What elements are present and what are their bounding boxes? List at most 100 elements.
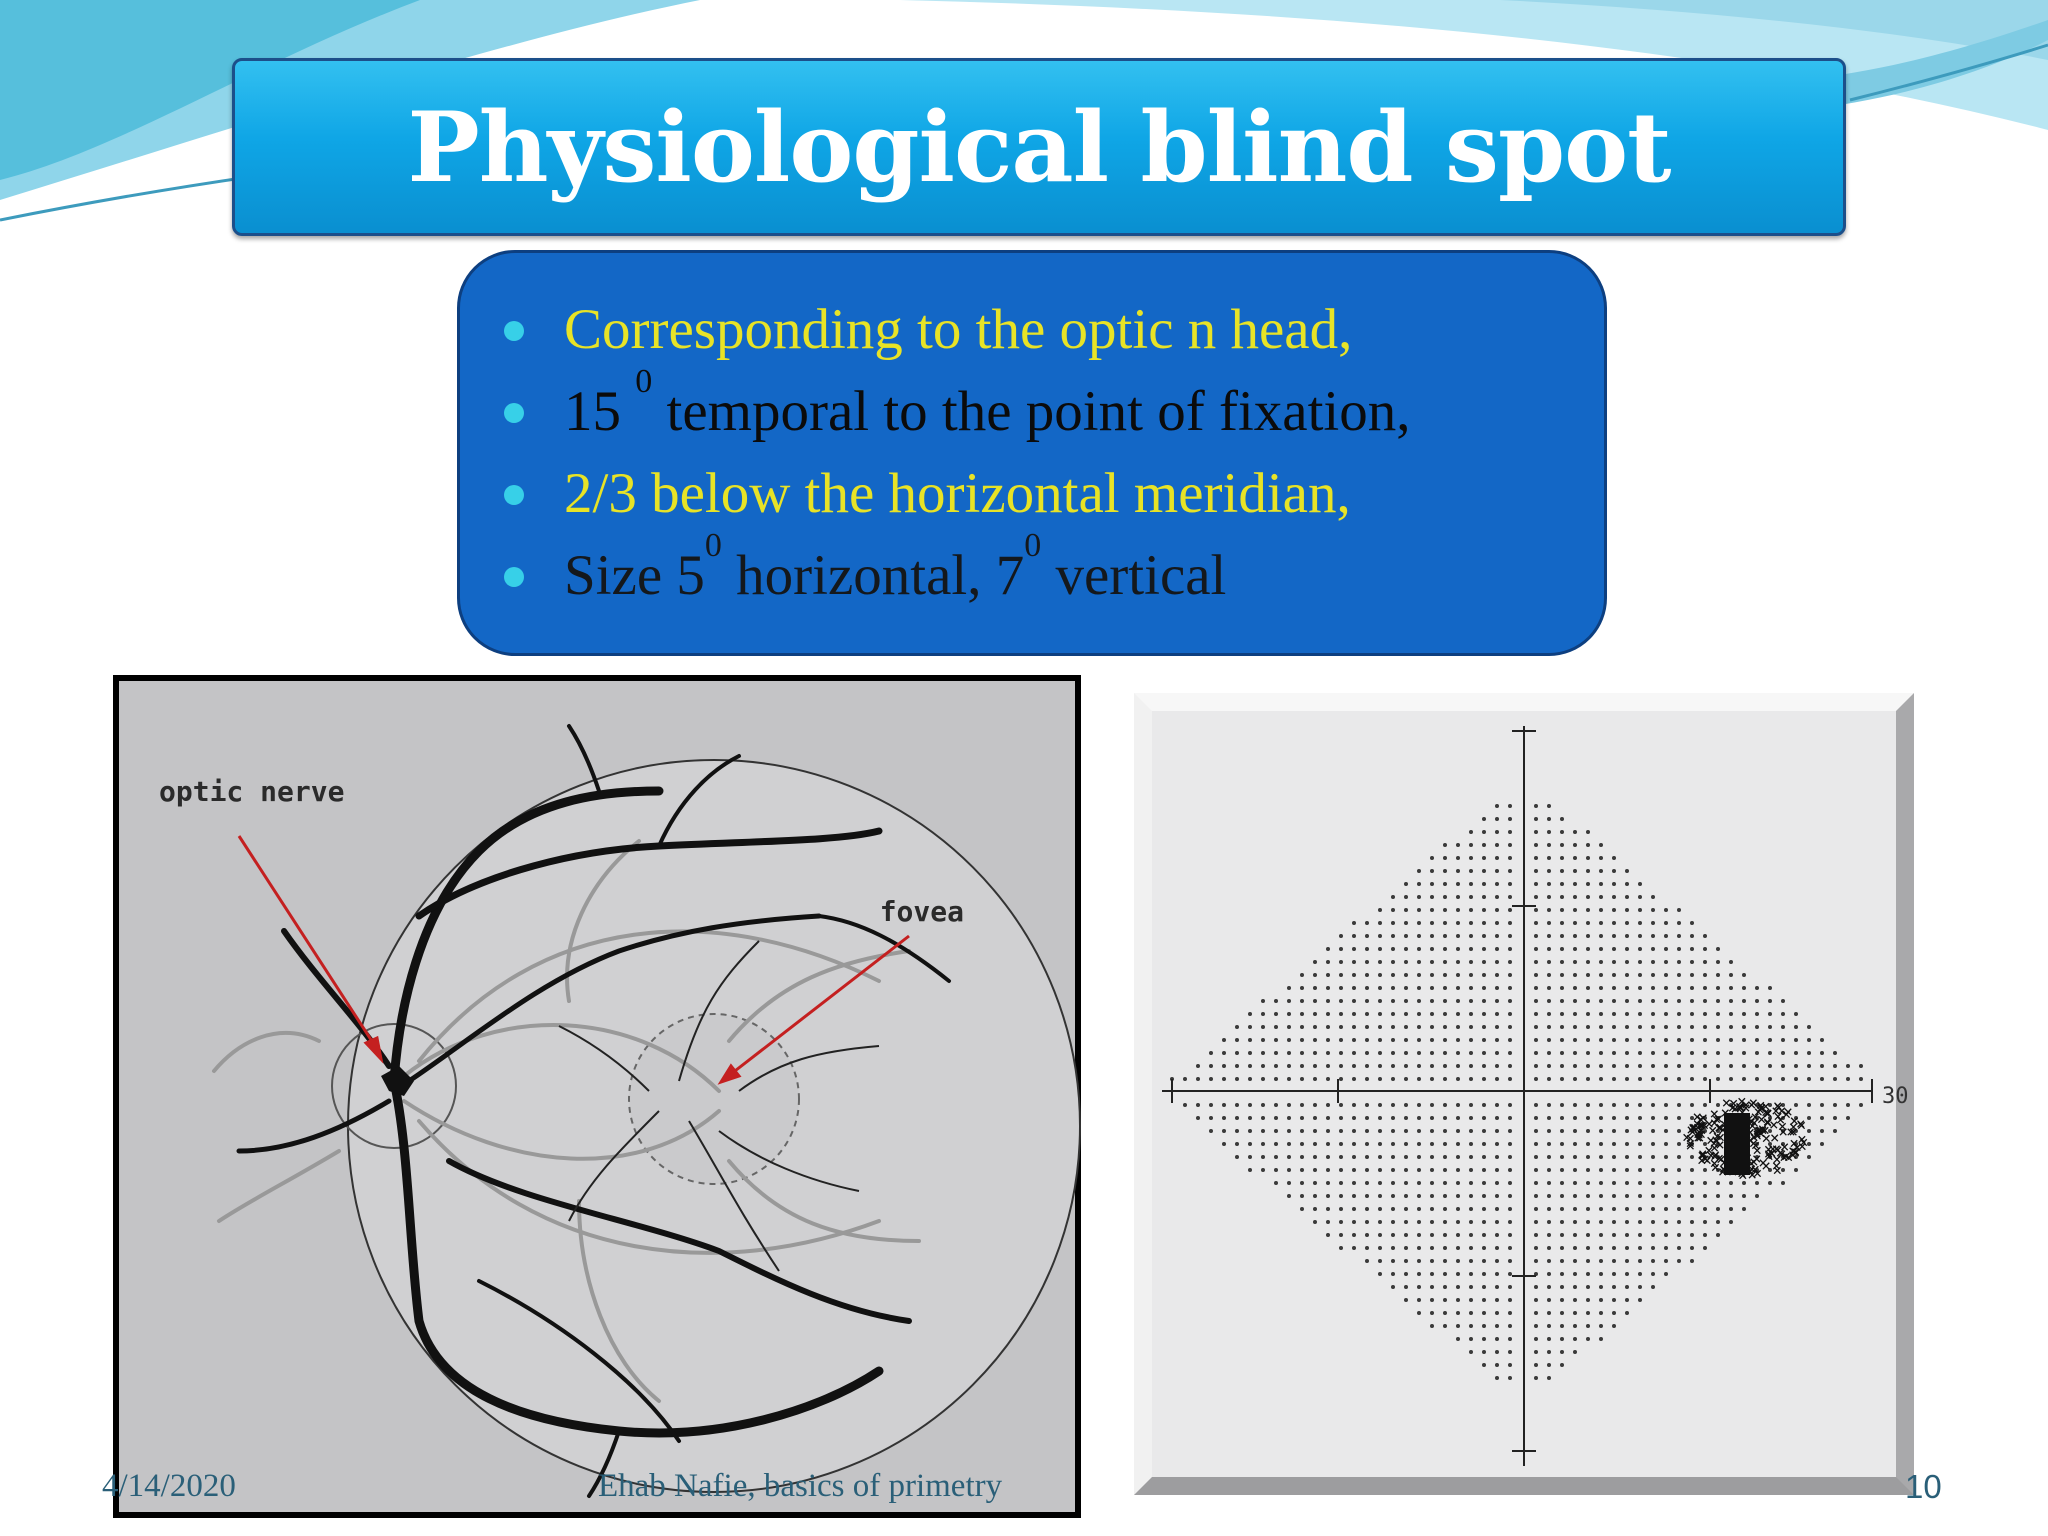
field-dot	[1534, 1116, 1538, 1120]
field-dot	[1287, 1155, 1291, 1159]
field-dot	[1703, 1077, 1707, 1081]
field-dot	[1755, 1181, 1759, 1185]
blind-spot-mark: ×	[1746, 1112, 1756, 1131]
field-dot	[1313, 1129, 1317, 1133]
field-dot	[1612, 1064, 1616, 1068]
field-dot	[1235, 1077, 1239, 1081]
field-dot	[1547, 1363, 1551, 1367]
footer-date: 4/14/2020	[102, 1468, 236, 1504]
field-dot	[1677, 1142, 1681, 1146]
field-dot	[1456, 856, 1460, 860]
field-dot	[1716, 1233, 1720, 1237]
field-dot	[1560, 1051, 1564, 1055]
field-dot	[1430, 999, 1434, 1003]
blind-spot-mark: ×	[1730, 1099, 1740, 1118]
field-dot	[1391, 1012, 1395, 1016]
field-dot	[1456, 908, 1460, 912]
blind-spot-mark: ×	[1758, 1153, 1768, 1172]
field-dot	[1404, 1116, 1408, 1120]
field-dot	[1547, 960, 1551, 964]
bullet-dot-icon	[504, 321, 524, 341]
blind-spot-mark: ×	[1735, 1097, 1745, 1116]
field-dot	[1248, 1051, 1252, 1055]
blind-spot-mark: ×	[1776, 1143, 1786, 1162]
field-dot	[1547, 947, 1551, 951]
field-dot	[1326, 1220, 1330, 1224]
blind-spot-mark: ×	[1770, 1128, 1780, 1147]
field-dot	[1300, 1129, 1304, 1133]
blind-spot-mark: ×	[1772, 1160, 1782, 1179]
field-dot	[1586, 1129, 1590, 1133]
field-dot	[1378, 947, 1382, 951]
field-dot	[1586, 1103, 1590, 1107]
blind-spot-mark: ×	[1694, 1122, 1704, 1141]
fovea-arrowhead-icon	[717, 1063, 742, 1085]
field-dot	[1326, 1194, 1330, 1198]
field-dot	[1859, 1103, 1863, 1107]
field-dot	[1248, 1116, 1252, 1120]
field-dot	[1365, 986, 1369, 990]
field-dot	[1378, 1077, 1382, 1081]
field-dot	[1703, 1064, 1707, 1068]
field-dot	[1755, 1155, 1759, 1159]
blind-spot-mark: ×	[1761, 1103, 1771, 1122]
field-dot	[1339, 947, 1343, 951]
field-dot	[1508, 947, 1512, 951]
field-dot	[1248, 1077, 1252, 1081]
field-dot	[1794, 1103, 1798, 1107]
field-dot	[1378, 1246, 1382, 1250]
field-dot	[1651, 1051, 1655, 1055]
field-dot	[1339, 1025, 1343, 1029]
field-dot	[1729, 1103, 1733, 1107]
field-dot	[1456, 1324, 1460, 1328]
field-dot	[1261, 999, 1265, 1003]
field-dot	[1378, 1038, 1382, 1042]
field-dot	[1599, 1051, 1603, 1055]
field-dot	[1443, 1181, 1447, 1185]
field-dot	[1404, 1259, 1408, 1263]
field-dot	[1651, 1233, 1655, 1237]
field-dot	[1547, 1272, 1551, 1276]
field-dot	[1508, 1064, 1512, 1068]
field-dot	[1599, 947, 1603, 951]
field-dot	[1222, 1142, 1226, 1146]
field-dot	[1404, 1298, 1408, 1302]
field-dot	[1469, 1168, 1473, 1172]
field-dot	[1482, 1181, 1486, 1185]
field-dot	[1586, 1168, 1590, 1172]
field-dot	[1482, 882, 1486, 886]
field-dot	[1612, 1142, 1616, 1146]
field-dot	[1482, 1168, 1486, 1172]
field-dot	[1625, 1246, 1629, 1250]
blind-spot-mark: ×	[1698, 1144, 1708, 1163]
field-dot	[1794, 1168, 1798, 1172]
field-dot	[1664, 1038, 1668, 1042]
field-dot	[1768, 1025, 1772, 1029]
field-dot	[1508, 921, 1512, 925]
field-dot	[1469, 908, 1473, 912]
field-dot	[1547, 1376, 1551, 1380]
field-dot	[1365, 1051, 1369, 1055]
field-dot	[1430, 1038, 1434, 1042]
field-dot	[1274, 1012, 1278, 1016]
field-dot	[1534, 1298, 1538, 1302]
field-dot	[1573, 843, 1577, 847]
field-dot	[1482, 1298, 1486, 1302]
blind-spot-mark: ×	[1716, 1150, 1726, 1169]
field-dot	[1638, 921, 1642, 925]
field-dot	[1248, 1012, 1252, 1016]
field-dot	[1339, 1181, 1343, 1185]
field-dot	[1677, 1259, 1681, 1263]
field-dot	[1313, 960, 1317, 964]
field-dot	[1352, 1194, 1356, 1198]
field-dot	[1313, 1116, 1317, 1120]
field-dot	[1391, 921, 1395, 925]
field-dot	[1638, 1129, 1642, 1133]
field-dot	[1378, 1272, 1382, 1276]
blind-spot-mark: ×	[1758, 1121, 1768, 1140]
field-dot	[1443, 869, 1447, 873]
field-dot	[1664, 1246, 1668, 1250]
field-dot	[1404, 921, 1408, 925]
field-dot	[1430, 895, 1434, 899]
field-dot	[1430, 986, 1434, 990]
